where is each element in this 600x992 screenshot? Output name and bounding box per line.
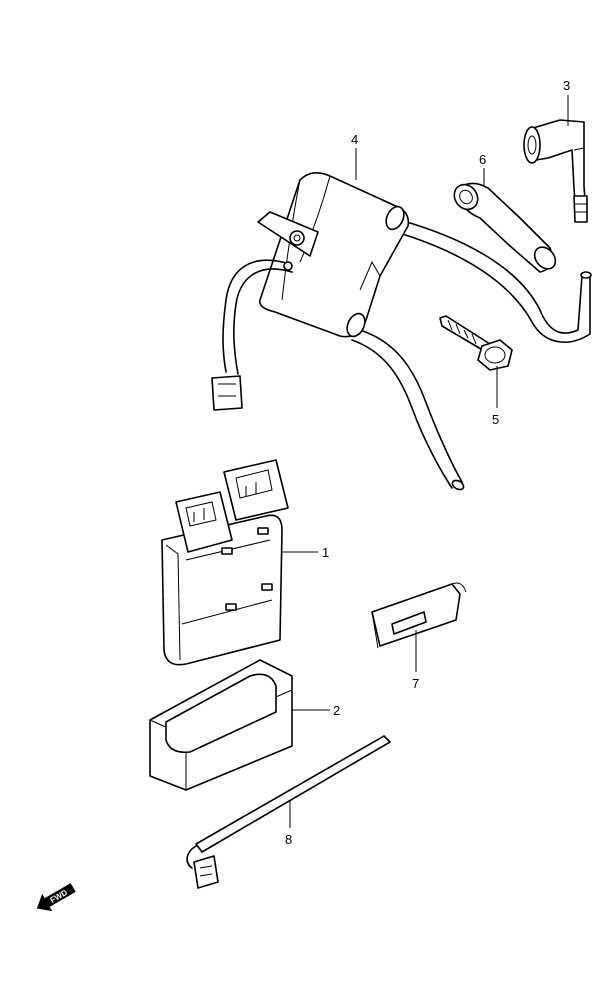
part-5-bolt bbox=[439, 315, 513, 371]
high-tension-leads bbox=[351, 219, 592, 491]
part-7-clip bbox=[371, 582, 467, 649]
callout-1: 1 bbox=[322, 545, 329, 560]
fwd-arrow-icon: FWD bbox=[36, 883, 76, 912]
callout-3: 3 bbox=[563, 78, 570, 93]
callout-8: 8 bbox=[285, 832, 292, 847]
part-6-boot bbox=[453, 182, 557, 273]
part-3-plug-cap bbox=[523, 119, 588, 223]
part-8-cable-tie bbox=[186, 735, 391, 889]
part-4-ignition-coil bbox=[211, 172, 410, 411]
callout-4: 4 bbox=[351, 132, 358, 147]
part-2-holder bbox=[149, 659, 293, 791]
part-1-cdi-unit bbox=[161, 459, 289, 666]
leader-lines bbox=[282, 95, 569, 828]
callout-7: 7 bbox=[412, 676, 419, 691]
callout-2: 2 bbox=[333, 703, 340, 718]
callout-5: 5 bbox=[492, 412, 499, 427]
callout-6: 6 bbox=[479, 152, 486, 167]
